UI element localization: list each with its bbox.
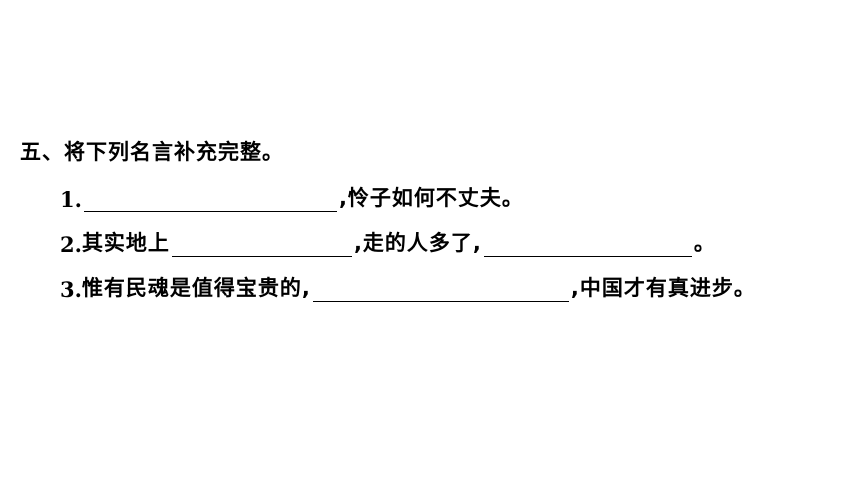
question-3: 3. 惟有民魂是值得宝贵的, ,中国才有真进步。 xyxy=(60,272,756,302)
answer-blank-2a[interactable] xyxy=(171,232,352,257)
question-2-text-end: 。 xyxy=(693,231,715,255)
question-2: 2. 其实地上 ,走的人多了, 。 xyxy=(60,227,715,257)
question-1-text-after: ,怜子如何不丈夫。 xyxy=(338,186,524,210)
question-2-text-middle: ,走的人多了, xyxy=(353,231,482,255)
answer-blank-2b[interactable] xyxy=(483,232,692,257)
section-heading: 五、将下列名言补充完整。 xyxy=(20,140,284,164)
question-1-number: 1. xyxy=(60,187,82,212)
question-2-text-before: 其实地上 xyxy=(81,231,170,255)
question-3-number: 3. xyxy=(60,277,82,302)
answer-blank-1[interactable] xyxy=(83,187,337,212)
question-3-text-before: 惟有民魂是值得宝贵的, xyxy=(81,276,311,300)
question-1: 1. ,怜子如何不丈夫。 xyxy=(60,182,524,212)
answer-blank-3[interactable] xyxy=(312,277,569,302)
question-2-number: 2. xyxy=(60,232,82,257)
question-3-text-after: ,中国才有真进步。 xyxy=(570,276,756,300)
